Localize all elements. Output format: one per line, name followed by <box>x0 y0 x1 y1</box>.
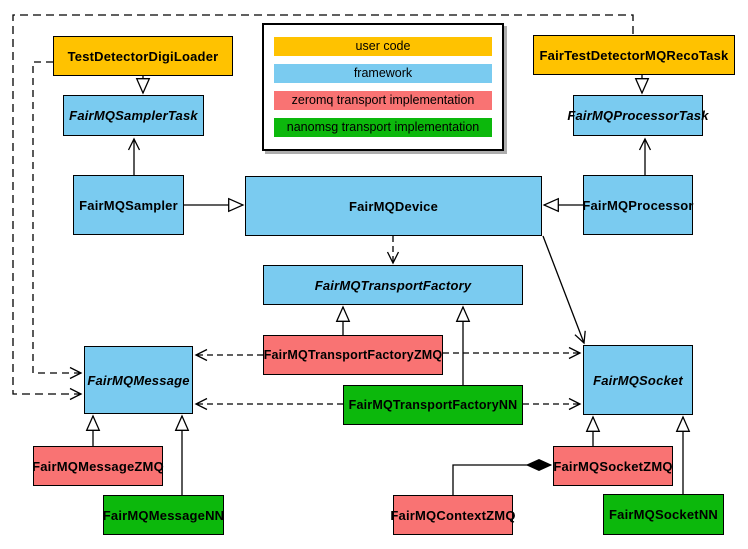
node-fairmqdevice: FairMQDevice <box>245 176 542 236</box>
node-fairmqmessagezmq: FairMQMessageZMQ <box>32 446 164 486</box>
node-fairmqtransportfactorynn: FairMQTransportFactoryNN <box>343 385 523 425</box>
node-fairmqsocketnn: FairMQSocketNN <box>603 494 724 535</box>
node-fairtestdetectormqrecotask: FairTestDetectorMQRecoTask <box>533 35 735 75</box>
node-fairmqsamplertask: FairMQSamplerTask <box>63 95 204 136</box>
node-fairmqsampler: FairMQSampler <box>73 175 184 235</box>
node-fairmqsocketzmq: FairMQSocketZMQ <box>553 446 673 486</box>
legend-item-zeromq: zeromq transport implementation <box>274 91 492 110</box>
node-fairmqcontextzmq: FairMQContextZMQ <box>390 495 515 535</box>
legend-item-framework: framework <box>274 64 492 83</box>
node-fairmqmessagenn: FairMQMessageNN <box>103 495 224 535</box>
node-fairmqsocket: FairMQSocket <box>583 345 693 415</box>
legend: user code framework zeromq transport imp… <box>262 23 504 151</box>
node-testdetectordigiloader: TestDetectorDigiLoader <box>53 36 233 76</box>
node-fairmqmessage: FairMQMessage <box>84 346 193 414</box>
edge-contextzmq-composed-socketzmq <box>452 465 551 495</box>
edge-device-uses-socket <box>542 235 586 345</box>
node-fairmqtransportfactoryzmq: FairMQTransportFactoryZMQ <box>263 335 443 375</box>
node-fairmqprocessor: FairMQProcessor <box>582 175 693 235</box>
legend-item-nanomsg: nanomsg transport implementation <box>274 118 492 137</box>
node-fairmqtransportfactory: FairMQTransportFactory <box>263 265 523 305</box>
legend-item-user-code: user code <box>274 37 492 56</box>
node-fairmqprocessortask: FairMQProcessorTask <box>567 95 708 136</box>
